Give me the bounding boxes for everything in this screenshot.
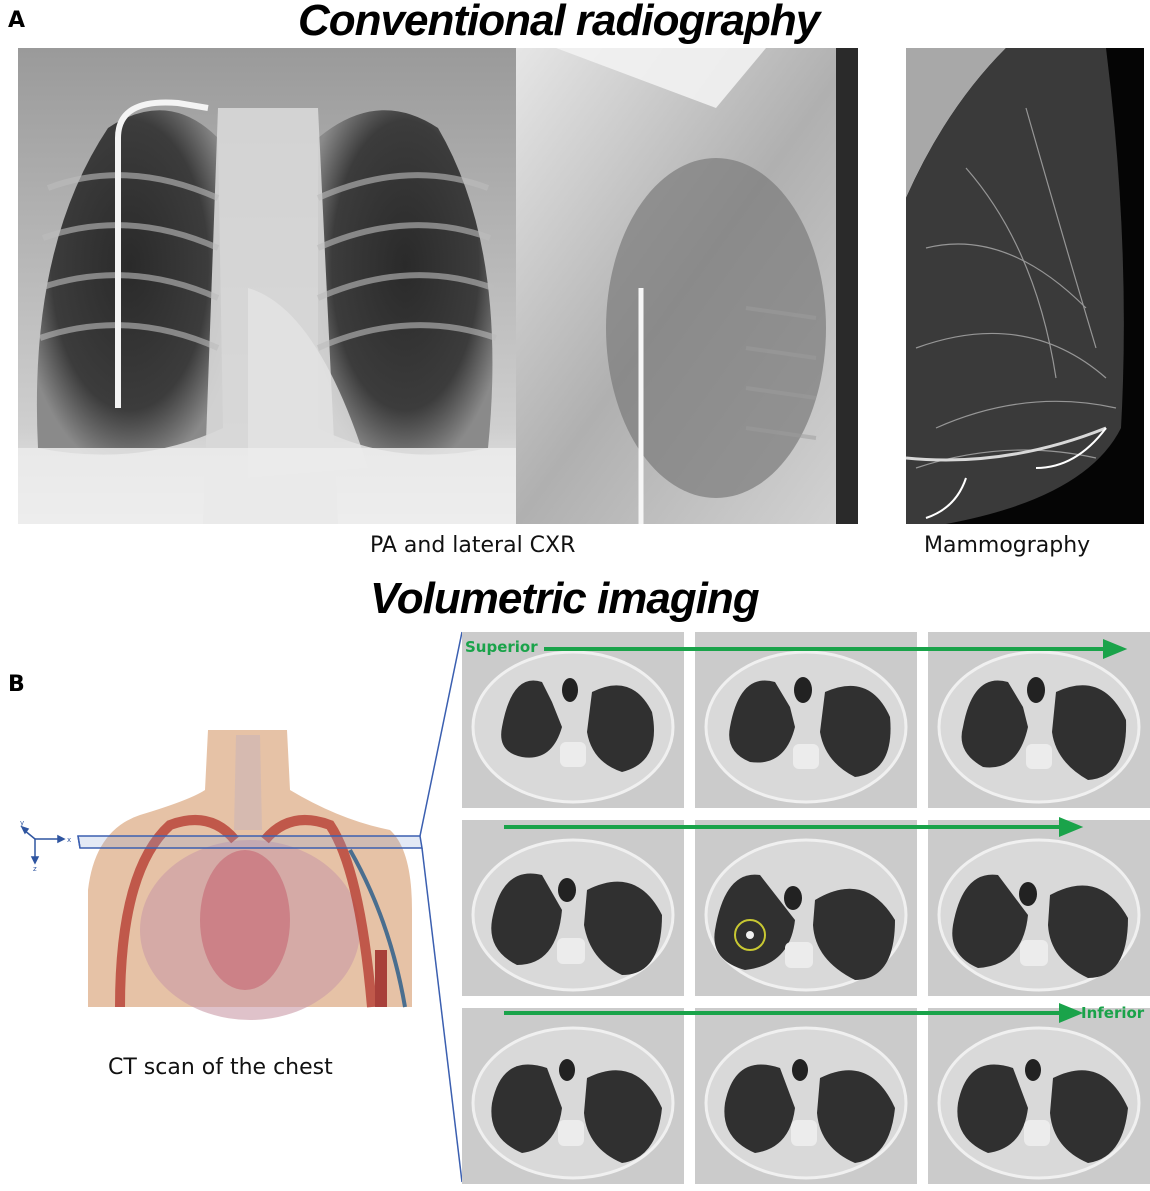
panel-b-label: B (8, 672, 25, 697)
svg-text:z: z (33, 865, 37, 873)
ct-slice (462, 1008, 684, 1184)
inferior-label: Inferior (1081, 1004, 1145, 1022)
mammography-caption: Mammography (924, 533, 1091, 558)
slice-direction-arrows (504, 639, 1128, 1023)
ct-slice-with-nodule (695, 820, 917, 996)
ct-slab-projection (77, 631, 463, 1183)
pa-chest-xray-image (18, 48, 516, 524)
ct-slice (695, 632, 917, 808)
panel-a-label: A (8, 8, 26, 33)
ct-illustration-caption: CT scan of the chest (108, 1055, 333, 1080)
ct-slice (928, 820, 1150, 996)
xyz-axes-icon: y x z (20, 805, 80, 875)
ct-slice (695, 1008, 917, 1184)
lateral-chest-xray-image (516, 48, 858, 524)
panel-b-title: Volumetric imaging (370, 574, 760, 623)
panel-a-title: Conventional radiography (298, 0, 820, 45)
ct-slice (462, 632, 684, 808)
cxr-caption: PA and lateral CXR (370, 533, 576, 558)
mammography-image (906, 48, 1144, 524)
svg-text:x: x (67, 836, 71, 844)
ct-slice-grid (462, 632, 1150, 1184)
ct-slice (928, 632, 1150, 808)
superior-label: Superior (465, 638, 538, 656)
chest-anatomy-illustration (0, 720, 462, 1020)
svg-text:y: y (20, 819, 24, 827)
ct-slice (462, 820, 684, 996)
ct-slice (928, 1008, 1150, 1184)
